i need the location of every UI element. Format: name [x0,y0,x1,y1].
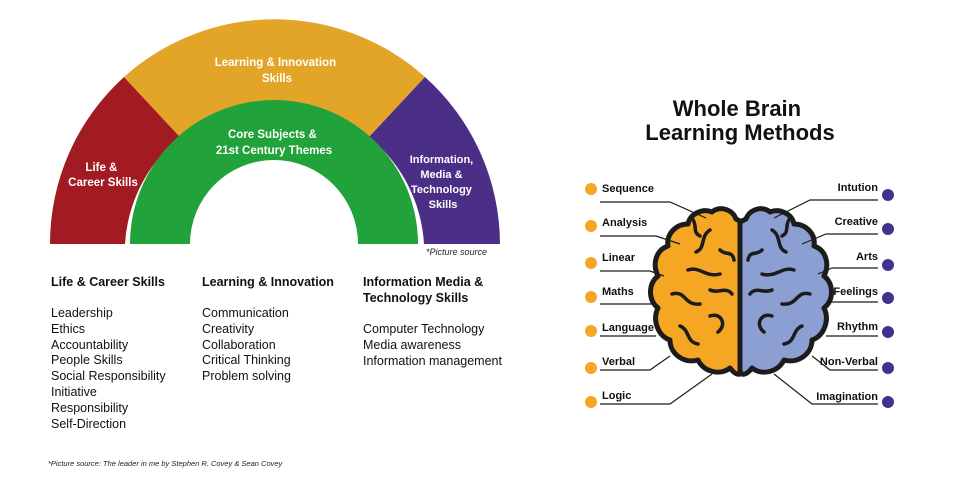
method-rhythm: Rhythm [826,321,894,338]
column-title: Learning & Innovation [202,275,334,289]
learning-innovation-column: Learning & Innovation Communication Crea… [202,274,357,385]
list-item: Media awareness [363,337,461,352]
arch-learning-innovation-segment [124,19,425,137]
arch-life-career-segment [49,77,181,244]
column-title-line: Technology Skills [363,291,469,305]
list-item: Critical Thinking [202,353,291,368]
arch-label-learning-innovation: Learning & Innovation Skills [215,57,340,85]
method-logic: Logic [585,373,713,408]
list-item: Social Responsibility [51,369,166,384]
svg-text:Imagination: Imagination [816,391,878,403]
column-title: Life & Career Skills [51,275,165,289]
list-item: Accountability [51,337,129,352]
svg-text:Non-Verbal: Non-Verbal [820,356,878,368]
list-item: Collaboration [202,337,276,352]
method-non-verbal: Non-Verbal [811,355,894,374]
method-creative: Creative [801,216,894,245]
list-item: Information management [363,353,502,368]
skill-list: Computer Technology Media awareness Info… [363,322,533,369]
svg-text:Rhythm: Rhythm [837,321,878,333]
list-item: Ethics [51,321,86,336]
footnote: *Picture source: The leader in me by Ste… [48,459,283,468]
left-hemisphere [648,206,745,377]
list-item: Computer Technology [363,322,485,336]
svg-text:Creative: Creative [835,216,878,228]
column-title-line: Information Media & [363,275,484,289]
svg-text:Analysis: Analysis [602,217,647,229]
list-item: People Skills [51,353,123,368]
svg-text:Language: Language [602,322,654,334]
method-verbal: Verbal [585,355,671,374]
skill-list: Communication Creativity Collaboration C… [202,306,357,385]
list-item: Responsibility [51,400,129,415]
list-item: Self-Direction [51,416,127,431]
picture-source-tag: *Picture source [426,247,487,257]
list-item: Problem solving [202,369,291,384]
method-analysis: Analysis [585,217,681,245]
method-maths: Maths [585,286,654,305]
method-arts: Arts [817,251,894,275]
list-item: Initiative [51,384,97,399]
skills-arch-diagram: Life & Career Skills Learning & Innovati… [49,19,500,257]
arch-label-core-subjects: Core Subjects & 21st Century Themes [216,129,332,157]
list-item: Communication [202,306,289,320]
method-feelings: Feelings [828,286,894,304]
svg-text:Maths: Maths [602,286,634,298]
information-media-column: Information Media & Technology Skills Co… [363,274,533,369]
left-method-labels: Sequence Analysis Linear Maths Language … [585,183,713,408]
skill-list: Leadership Ethics Accountability People … [51,306,201,432]
arch-label-information-media: Information, Media & Technology Skills [410,154,477,211]
life-career-column: Life & Career Skills Leadership Ethics A… [51,274,201,432]
method-intution: Intution [773,182,894,219]
method-imagination: Imagination [773,373,894,408]
brain-title: Whole Brain Learning Methods [645,96,834,145]
right-hemisphere [737,206,834,377]
svg-text:Feelings: Feelings [833,286,878,298]
svg-text:Sequence: Sequence [602,183,654,195]
list-item: Leadership [51,306,113,320]
arch-core-subjects-band [130,100,418,244]
method-linear: Linear [585,252,665,277]
right-method-labels: Intution Creative Arts Feelings Rhythm N… [773,182,894,408]
svg-text:Arts: Arts [856,251,878,263]
svg-text:Verbal: Verbal [602,356,635,368]
svg-text:Logic: Logic [602,390,631,402]
arch-label-life-career: Life & Career Skills [68,162,138,189]
method-language: Language [585,322,656,337]
svg-text:Linear: Linear [602,252,636,264]
method-sequence: Sequence [585,183,707,219]
arch-information-media-segment [369,77,500,244]
svg-text:Intution: Intution [838,182,879,194]
list-item: Creativity [202,321,255,336]
whole-brain-diagram: Whole Brain Learning Methods Sequence An… [585,96,894,408]
